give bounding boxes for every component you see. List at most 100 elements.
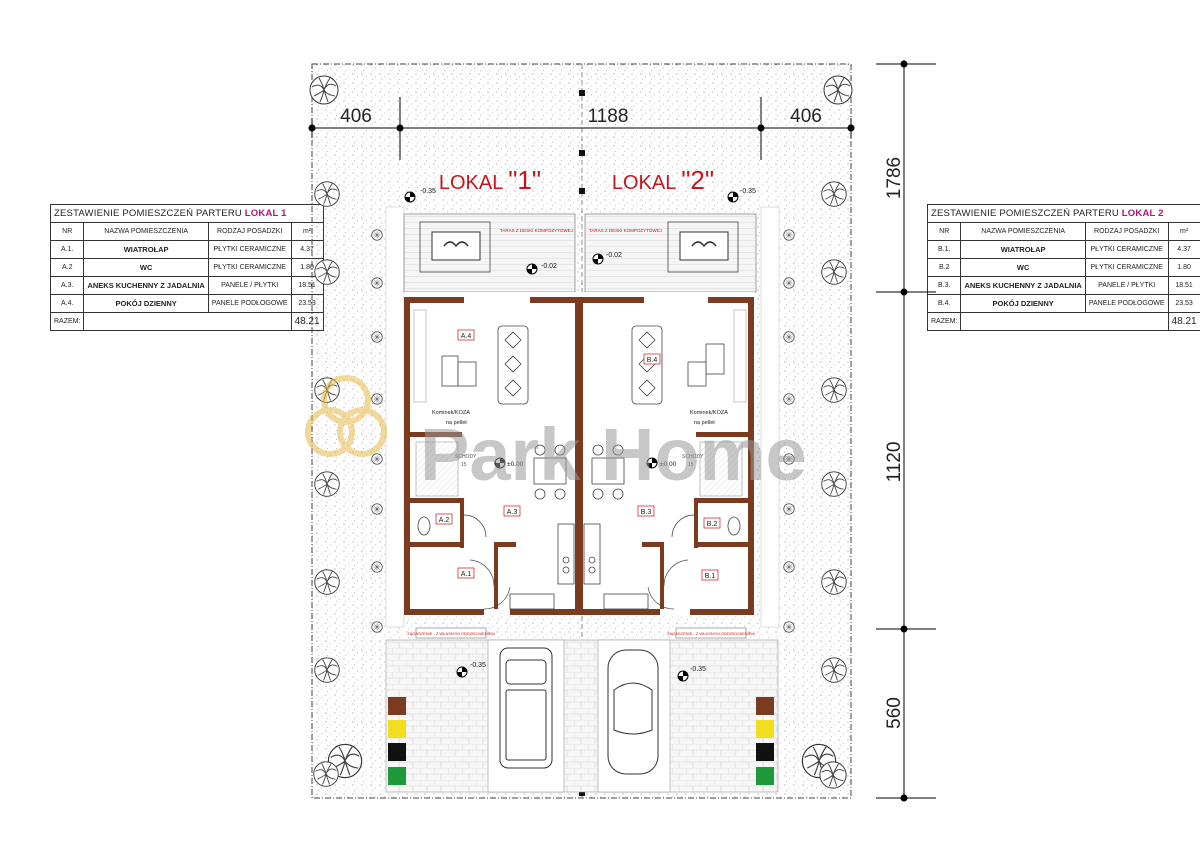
tree-icon [821, 181, 847, 207]
lokal-1-heading: LOKAL "1" [439, 165, 541, 195]
kitchen-lokal-2 [583, 523, 649, 610]
stairs-label-1: SCHODY [455, 454, 477, 460]
total-label: RAZEM: [49, 312, 85, 331]
tree-icon [823, 75, 853, 105]
shrub-icon [371, 229, 383, 241]
room-tag-a3: A.3 [507, 509, 518, 516]
dim-right-bottom: 560 [884, 697, 905, 729]
room-tag-b1: B.1 [705, 573, 716, 580]
shrub-icon [371, 453, 383, 465]
wc-fixtures [417, 516, 741, 536]
shrub-icon [783, 393, 795, 405]
shrub-icon [783, 229, 795, 241]
table-header-row: NR NAZWA POMIESZCZENIA RODZAJ POSADZKI m… [926, 222, 1200, 241]
tree-icon [309, 75, 339, 105]
room-tag-b3: B.3 [641, 509, 652, 516]
fireplace-label-2: Kominek/KOZA [690, 410, 728, 416]
stairs-lokal-1 [415, 441, 459, 497]
dim-top-right: 406 [790, 106, 822, 127]
fireplace-sub-1: na pellet [446, 420, 467, 426]
room-tag-a4: A.4 [461, 333, 472, 340]
tree-icon [821, 471, 847, 497]
living-furniture-lokal-2 [631, 309, 747, 405]
terrace-note-1: TARAS Z DESKI KOMPOZYTOWEJ [500, 228, 573, 233]
fireplace-label-1: Kominek/KOZA [432, 410, 470, 416]
tree-icon [821, 657, 847, 683]
table-header-row: NR NAZWA POMIESZCZENIA RODZAJ POSADZKI m… [49, 222, 324, 241]
terrace-level-1: -0.02 [541, 263, 557, 270]
tree-icon [314, 471, 340, 497]
room-nr: A.4. [49, 294, 85, 313]
tree-icon [819, 761, 847, 789]
dim-top-middle: 1188 [588, 106, 629, 127]
corner-level-2: -0.35 [740, 188, 756, 195]
corner-level-1: -0.35 [420, 188, 436, 195]
level-marker-icon [727, 191, 739, 203]
shrub-icon [371, 331, 383, 343]
watermark-logo-icon [305, 375, 387, 457]
shrub-icon [783, 621, 795, 633]
total-label: RAZEM: [926, 312, 962, 331]
room-tag-a2: A.2 [439, 517, 450, 524]
tree-icon [821, 377, 847, 403]
stairs-count-2: 15 [688, 462, 694, 468]
right-dimension-line [876, 60, 936, 802]
shrub-icon [371, 621, 383, 633]
stairs-lokal-2 [699, 441, 743, 497]
watermark: Park Home [305, 375, 807, 496]
dining-table-lokal-1 [533, 444, 567, 500]
watermark-text: Park Home [420, 413, 807, 496]
room-schedule-lokal-2: ZESTAWIENIE POMIESZCZEŃ PARTERU LOKAL 2 … [926, 204, 1200, 331]
level-marker-icon [526, 263, 538, 275]
tree-icon [314, 259, 340, 285]
top-dimension-line [308, 97, 855, 160]
terrace-level-2: -0.02 [606, 252, 622, 259]
dim-right-middle: 1120 [884, 442, 905, 483]
stairs-count-1: 15 [461, 462, 467, 468]
driveway-paving [385, 639, 779, 793]
shrub-icon [371, 503, 383, 515]
tree-icon [314, 657, 340, 683]
car-lokal-2 [607, 649, 659, 775]
shrub-icon [783, 503, 795, 515]
level-marker-icon [677, 670, 689, 682]
terrace-lokal-2 [584, 213, 757, 293]
room-tag-a1: A.1 [461, 571, 472, 578]
shrub-icon [371, 393, 383, 405]
tree-icon [313, 761, 339, 787]
room-nr: A.1. [49, 240, 85, 259]
floor-level-2: ±0.00 [660, 461, 677, 468]
car-lokal-1 [499, 647, 553, 769]
dim-right-top: 1786 [884, 157, 905, 199]
terrace-lokal-1 [403, 213, 576, 293]
entrance-canopy-2 [675, 627, 747, 639]
room-schedule-lokal-1: ZESTAWIENIE POMIESZCZEŃ PARTERU LOKAL 1 … [49, 204, 324, 331]
tree-icon [821, 569, 847, 595]
terrace-note-2: TARAS Z DESKI KOMPOZYTOWEJ [589, 228, 662, 233]
room-tag-b4: B.4 [647, 357, 658, 364]
room-tag-b2: B.2 [707, 521, 718, 528]
shrub-icon [783, 561, 795, 573]
tree-icon [821, 259, 847, 285]
level-marker-icon [456, 666, 468, 678]
entrance-note-1: ZADASZENIE - Z WŁASNYM ODDZIELNIENIEM [407, 631, 495, 636]
dining-table-lokal-2 [591, 444, 625, 500]
waste-bins-lokal-1 [388, 697, 406, 785]
living-furniture-lokal-1 [413, 309, 529, 405]
stairs-label-2: SCHODY [682, 454, 704, 460]
entrance-canopy-1 [415, 627, 487, 639]
tree-icon [314, 569, 340, 595]
door-swings [463, 514, 695, 610]
fireplace-sub-2: na pellet [694, 420, 715, 426]
building-walls [404, 292, 754, 616]
dim-top-left: 406 [340, 106, 372, 127]
level-marker-icon [592, 253, 604, 265]
waste-bins-lokal-2 [756, 697, 774, 785]
kitchen-lokal-1 [509, 523, 575, 610]
lokal-2-heading: LOKAL "2" [612, 165, 714, 195]
shrub-icon [371, 561, 383, 573]
